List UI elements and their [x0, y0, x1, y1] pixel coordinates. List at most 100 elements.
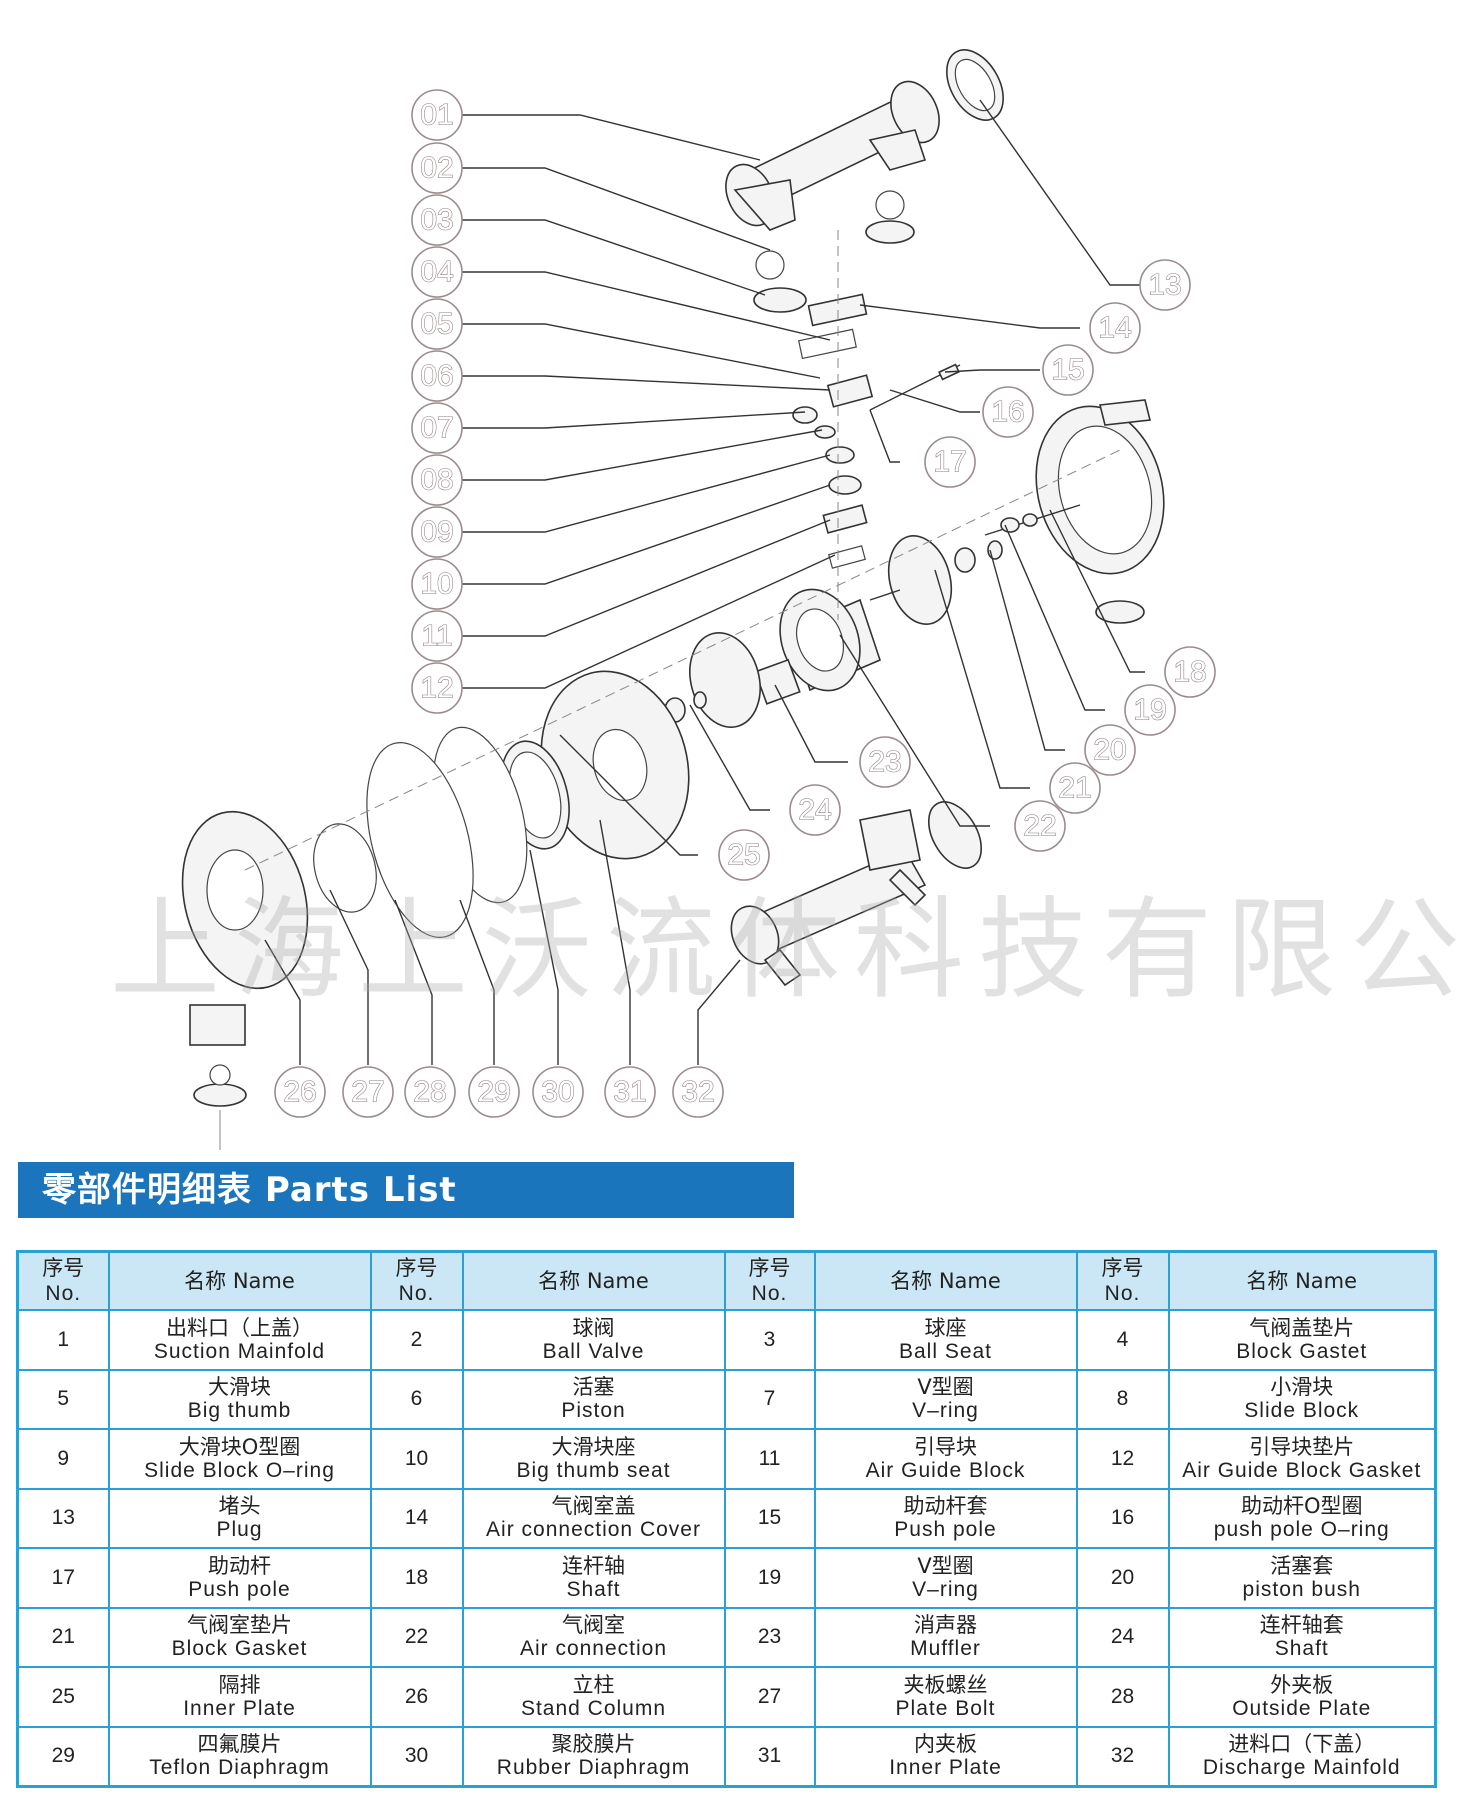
callout-number: 22 [1023, 810, 1056, 843]
callout-18: 18 [1164, 646, 1216, 698]
part-name-en: Outside Plate [1232, 1696, 1372, 1720]
part-number-cell: 26 [369, 1666, 464, 1728]
part-name-en: V–ring [912, 1577, 979, 1601]
callout-28: 28 [404, 1066, 456, 1118]
callout-number: 28 [413, 1076, 446, 1109]
callout-circle [859, 736, 911, 788]
part-name-cn: V型圈 [917, 1375, 974, 1400]
callout-number: 32 [681, 1076, 714, 1109]
callout-number: 05 [420, 308, 453, 341]
callout-25: 25 [718, 829, 770, 881]
callout-10: 10 [411, 558, 463, 610]
callout-number: 10 [420, 568, 453, 601]
callout-21: 21 [1049, 762, 1101, 814]
part-number-cell: 7 [723, 1368, 816, 1430]
callout-circle [1084, 724, 1136, 776]
part-name-en: Air connection Cover [486, 1518, 701, 1542]
callout-number: 08 [420, 464, 453, 497]
top-manifold [725, 49, 1004, 231]
parts-list-title: 零部件明细表 Parts List [42, 1170, 457, 1210]
part-name-en: Inner Plate [183, 1696, 296, 1720]
part-name-cn: V型圈 [917, 1553, 974, 1578]
part-name-en: Plate Bolt [895, 1696, 996, 1720]
header-name: 名称 Name [107, 1250, 372, 1311]
callout-05: 05 [411, 298, 463, 350]
callout-08: 08 [411, 454, 463, 506]
header-en-label: No. [398, 1282, 435, 1305]
part-name-cn: 大滑块 [208, 1375, 271, 1400]
callout-circle [411, 402, 463, 454]
header-cn-label: 名称 Name [184, 1268, 295, 1293]
callout-06: 06 [411, 350, 463, 402]
parts-list-title-bar: 零部件明细表 Parts List [18, 1162, 794, 1218]
part-number-cell: 31 [723, 1725, 816, 1788]
part-number-cell: 10 [369, 1428, 464, 1490]
header-cn-label: 序号 [395, 1256, 438, 1280]
callout-number: 17 [933, 446, 966, 479]
part-name-cn: 大滑块座 [551, 1434, 636, 1459]
part-name-en: Push pole [188, 1577, 291, 1601]
part-name-cn: 气阀室盖 [551, 1494, 636, 1519]
part-name-en: Slide Block [1244, 1399, 1360, 1423]
part-name-cn: 气阀室垫片 [187, 1613, 292, 1638]
part-number-cell: 24 [1075, 1606, 1170, 1668]
callout-number: 02 [420, 152, 453, 185]
part-name-en: V–ring [912, 1399, 979, 1423]
callout-number: 14 [1098, 312, 1131, 345]
callout-number: 09 [420, 516, 453, 549]
part-name-en: Suction Mainfold [153, 1339, 326, 1363]
callout-circle [789, 784, 841, 836]
part-name-cn: 助动杆套 [903, 1494, 988, 1519]
part-number-cell: 20 [1075, 1547, 1170, 1609]
callout-circle [411, 246, 463, 298]
left-housing [181, 810, 309, 1107]
part-number-cell: 3 [723, 1309, 816, 1371]
callout-circle [1164, 646, 1216, 698]
callout-29: 29 [468, 1066, 520, 1118]
callout-circle [468, 1066, 520, 1118]
part-number-cell: 6 [369, 1368, 464, 1430]
header-cn-label: 序号 [748, 1256, 791, 1280]
part-number-cell: 13 [16, 1487, 110, 1549]
header-en-label: No. [751, 1282, 788, 1305]
callout-number: 11 [421, 620, 452, 653]
callout-circle [604, 1066, 656, 1118]
callout-number: 07 [420, 412, 453, 445]
part-name-en: piston bush [1242, 1577, 1361, 1601]
callout-number: 12 [420, 672, 453, 705]
callout-circle [1124, 684, 1176, 736]
part-name-en: Slide Block O–ring [144, 1458, 335, 1482]
callout-19: 19 [1124, 684, 1176, 736]
callout-15: 15 [1042, 344, 1094, 396]
part-name-en: Muffler [910, 1637, 981, 1661]
part-name-cn: 球座 [924, 1315, 967, 1340]
callout-circle [411, 454, 463, 506]
callout-13: 13 [1139, 259, 1191, 311]
part-number-cell: 19 [723, 1547, 816, 1609]
part-number-cell: 12 [1075, 1428, 1170, 1490]
callout-number: 31 [613, 1076, 646, 1109]
callout-01: 01 [411, 89, 463, 141]
callout-circle [411, 350, 463, 402]
part-name-en: Push pole [894, 1518, 997, 1542]
callout-23: 23 [859, 736, 911, 788]
header-en-label: No. [1104, 1282, 1141, 1305]
part-number-cell: 9 [16, 1428, 110, 1490]
callout-09: 09 [411, 506, 463, 558]
callout-number: 16 [991, 396, 1024, 429]
